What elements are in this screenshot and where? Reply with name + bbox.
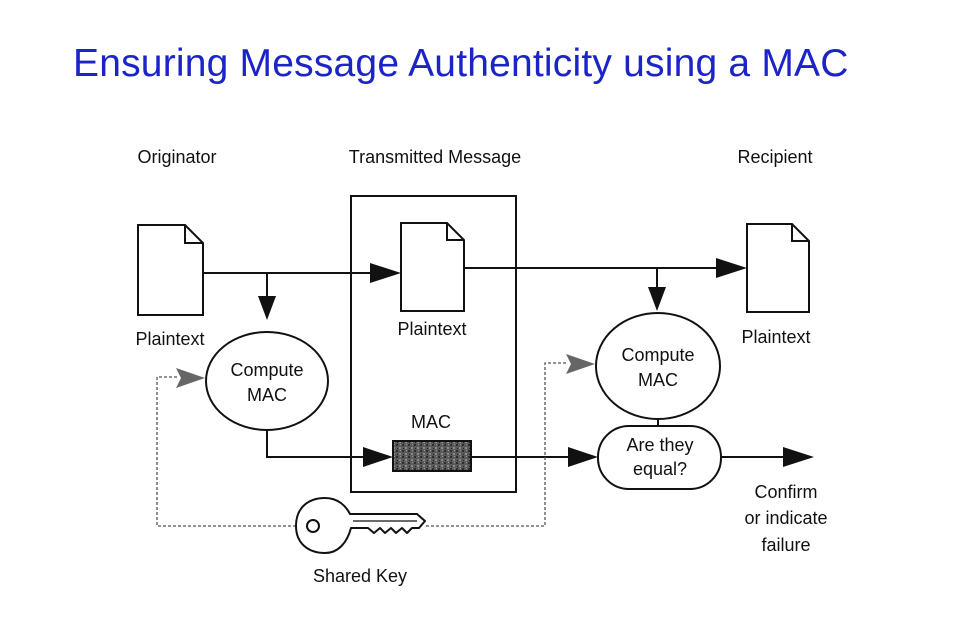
recipient-compute-mac-node: Compute MAC	[595, 312, 721, 420]
recipient-plaintext-label: Plaintext	[741, 327, 810, 347]
originator-compute-label: Compute	[230, 360, 303, 380]
mac-block	[392, 440, 472, 472]
shared-key-right-path	[426, 354, 595, 527]
plaintext-flow-arrow	[203, 258, 747, 283]
transmitted-plaintext-label: Plaintext	[397, 319, 466, 339]
mac-to-transmission-arrow	[266, 430, 393, 467]
shared-key-label: Shared Key	[313, 566, 407, 586]
transmitted-message-heading: Transmitted Message	[349, 147, 521, 167]
outcome-line2: or indicate	[744, 508, 827, 528]
key-icon	[295, 497, 426, 554]
originator-plaintext-label: Plaintext	[135, 329, 204, 349]
outcome-line3: failure	[761, 535, 810, 555]
compare-label-line2: equal?	[633, 459, 687, 479]
compare-node: Are they equal?	[597, 425, 722, 490]
originator-compute-mac-node: Compute MAC	[205, 331, 329, 431]
originator-down-arrow	[258, 273, 276, 320]
outcome-line1: Confirm	[754, 482, 817, 502]
recipient-compute-label: Compute	[621, 345, 694, 365]
transmitted-plaintext-document-icon	[400, 222, 465, 312]
slide-title: Ensuring Message Authenticity using a MA…	[73, 42, 849, 85]
recipient-plaintext-document-icon	[746, 223, 810, 313]
shared-key-left-path	[156, 368, 296, 527]
recipient-mac-label: MAC	[638, 370, 678, 390]
transmitted-message-box	[350, 195, 517, 493]
originator-heading: Originator	[137, 147, 216, 167]
originator-mac-label: MAC	[247, 385, 287, 405]
recipient-down-arrow	[648, 268, 666, 311]
compare-label-line1: Are they	[626, 435, 693, 455]
outcome-arrow	[721, 447, 814, 467]
transmitted-mac-label: MAC	[411, 412, 451, 432]
recipient-heading: Recipient	[737, 147, 812, 167]
originator-plaintext-document-icon	[137, 224, 204, 316]
mac-to-compare-arrow	[471, 447, 598, 467]
